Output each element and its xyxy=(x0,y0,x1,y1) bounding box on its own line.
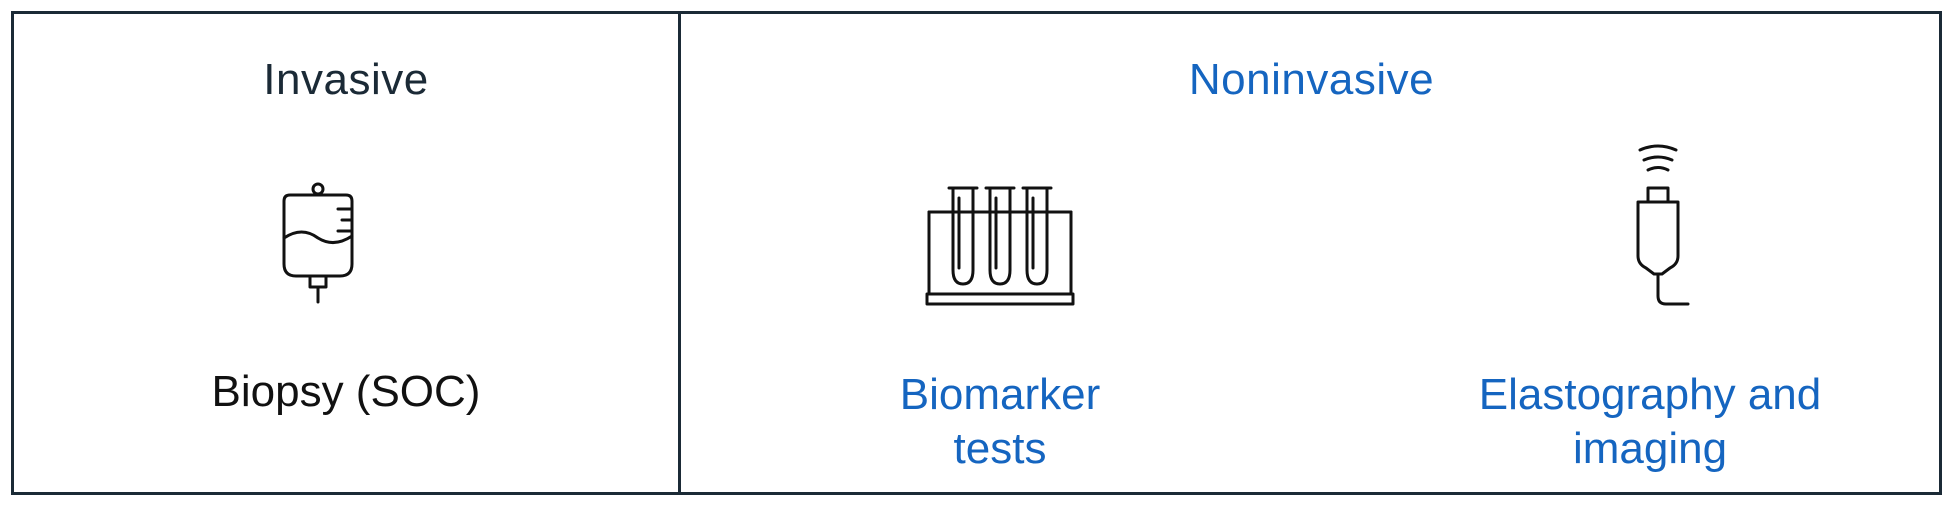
invasive-heading: Invasive xyxy=(263,55,429,104)
biomarker-label-line2: tests xyxy=(953,424,1047,473)
elastography-imaging-label: Elastography and imaging xyxy=(1400,368,1900,476)
elastography-label-line1: Elastography and xyxy=(1478,370,1822,419)
iv-bag-icon xyxy=(278,182,358,306)
diagram-frame xyxy=(11,11,1942,495)
biomarker-label-line1: Biomarker xyxy=(899,370,1101,419)
test-tubes-icon xyxy=(925,184,1075,308)
ultrasound-probe-icon xyxy=(1626,144,1698,310)
biomarker-tests-label: Biomarker tests xyxy=(800,368,1200,476)
elastography-label-line2: imaging xyxy=(1572,424,1728,473)
column-divider xyxy=(678,11,681,495)
noninvasive-heading: Noninvasive xyxy=(1188,55,1435,104)
biopsy-label: Biopsy (SOC) xyxy=(211,367,481,416)
